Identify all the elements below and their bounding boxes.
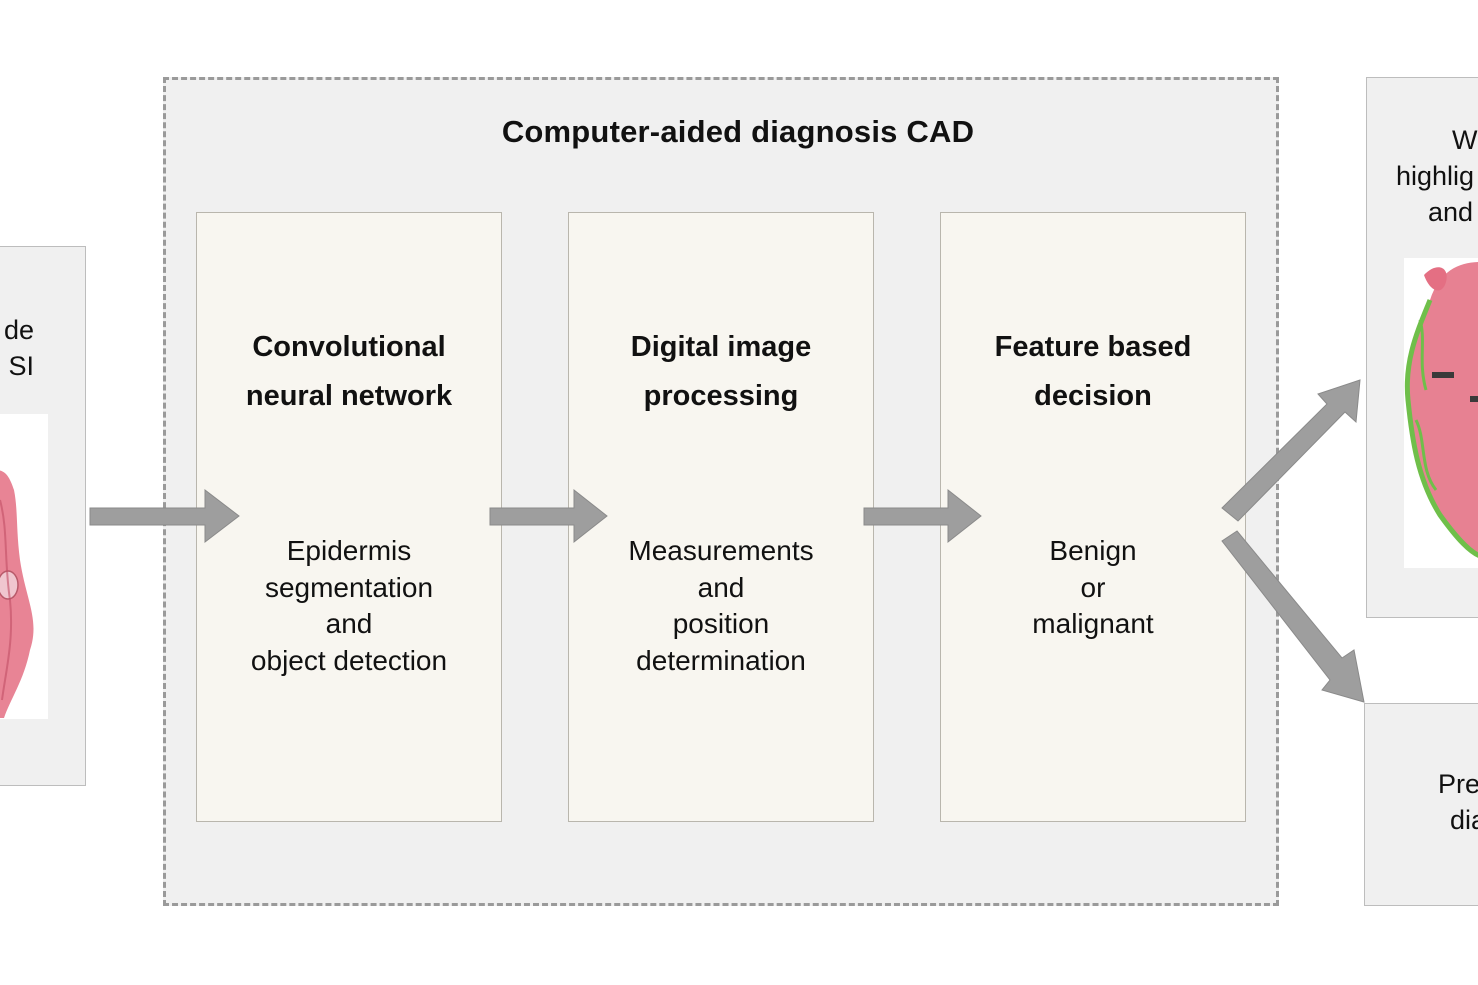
stage-title-line: neural network — [245, 380, 453, 412]
stage-title-line: Feature based — [994, 331, 1192, 363]
output-label-line: W — [1452, 125, 1478, 155]
stage-feature-decision: Feature based decision Benign or maligna… — [940, 212, 1246, 822]
stage-title: Digital image processing — [569, 323, 873, 421]
arrow-cnn-to-processing — [489, 488, 608, 544]
flow-arrows — [89, 379, 1365, 703]
stage-body-line: position — [672, 608, 770, 639]
input-label-line: SI — [8, 351, 34, 381]
stage-description: Measurements and position determination — [569, 533, 873, 679]
arrow-decision-to-bottom-output — [1221, 530, 1365, 703]
output-tissue-image — [1404, 258, 1478, 568]
stage-description: Benign or malignant — [941, 533, 1245, 643]
output-label-line: dia — [1450, 805, 1478, 835]
input-label-line: de — [3, 315, 34, 345]
stage-body-line: Benign — [1049, 535, 1137, 566]
stage-cnn: Convolutional neural network Epidermis s… — [196, 212, 502, 822]
input-tissue-image — [0, 414, 48, 719]
output-diagnosis-panel — [1364, 703, 1478, 906]
stage-body-line: and — [325, 608, 373, 639]
stage-body-line: or — [1080, 571, 1106, 603]
output-label-line: highlig — [1396, 161, 1475, 191]
stage-title-line: Convolutional — [252, 331, 446, 363]
stage-title: Convolutional neural network — [197, 323, 501, 421]
stage-body-line: segmentation — [264, 571, 434, 603]
input-panel-label: de SI — [0, 312, 34, 384]
stage-body-line: malignant — [1032, 608, 1154, 639]
output-label-line: and — [1428, 197, 1474, 227]
arrow-input-to-cnn — [89, 488, 240, 544]
output-panel-label: W highlig and — [1388, 122, 1478, 230]
arrow-decision-to-top-output — [1221, 379, 1361, 522]
stage-body-line: Measurements — [628, 535, 814, 566]
stage-image-processing: Digital image processing Measurements an… — [568, 212, 874, 822]
stage-body-line: object detection — [250, 644, 448, 676]
stage-body-line: and — [697, 571, 745, 603]
arrow-processing-to-decision — [863, 488, 982, 544]
cad-title: Computer-aided diagnosis CAD — [501, 114, 975, 149]
output-label-line: Pre — [1438, 769, 1478, 799]
stage-title-line: Digital image — [630, 331, 812, 363]
stage-body-line: determination — [636, 644, 806, 676]
stage-title-line: processing — [643, 380, 799, 412]
stage-body-line: Epidermis — [286, 535, 412, 566]
stage-description: Epidermis segmentation and object detect… — [197, 533, 501, 679]
output-diagnosis-label: Pre dia — [1438, 766, 1478, 838]
stage-title: Feature based decision — [941, 323, 1245, 421]
stage-title-line: decision — [1034, 380, 1152, 412]
